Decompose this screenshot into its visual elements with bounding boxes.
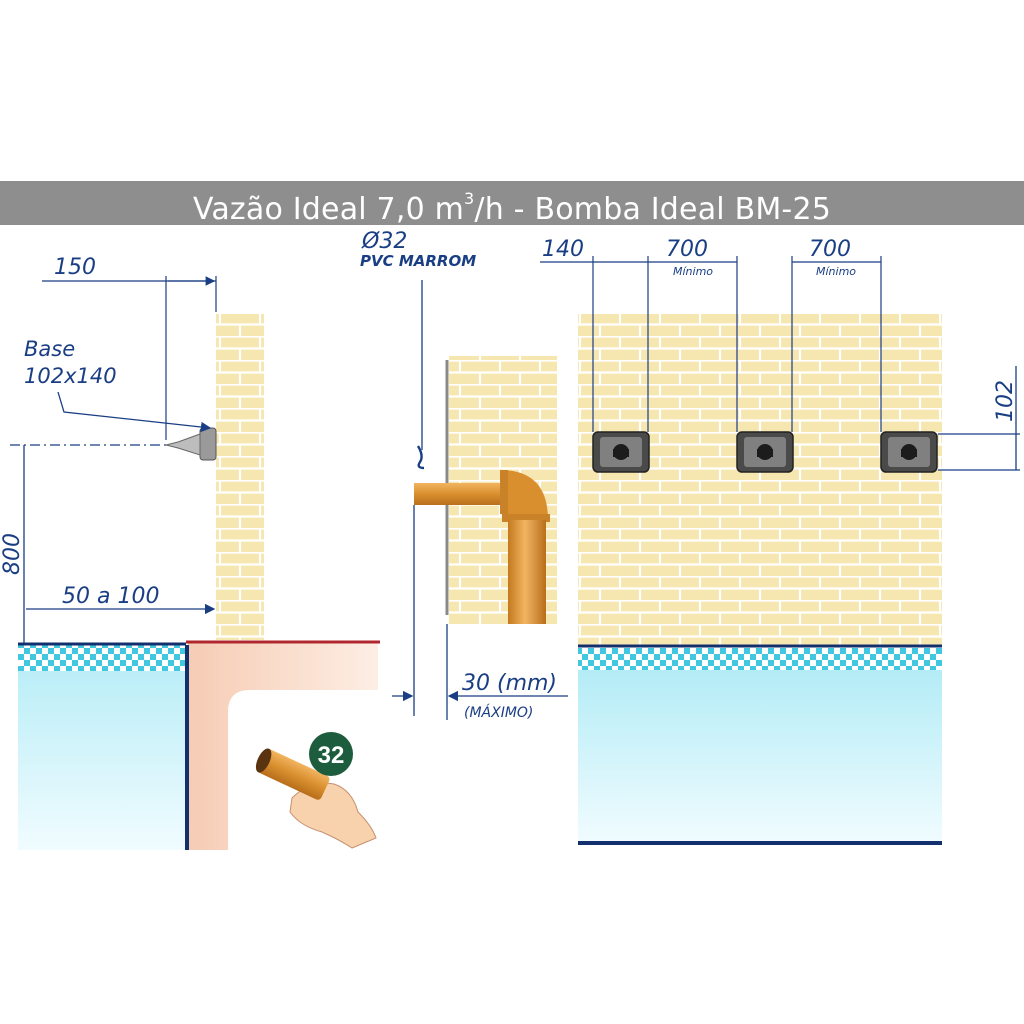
- title-prefix: Vazão Ideal 7,0 m: [192, 192, 465, 227]
- dim-800: 800: [0, 533, 25, 575]
- dim-102: 102: [993, 380, 1018, 422]
- hand-with-pipe: 32: [255, 732, 377, 849]
- pvc-elbow: [500, 470, 548, 520]
- base-label-line2: 102x140: [24, 364, 117, 388]
- side-pool-tiles: [18, 645, 186, 671]
- pipe-diameter: Ø32: [361, 229, 407, 254]
- minimo-b: Mínimo: [816, 265, 856, 278]
- pool-deck: [188, 643, 378, 850]
- dim-700-b: 700: [809, 237, 851, 262]
- gap-dimension: 30 (mm): [462, 671, 557, 696]
- pvc-pipe-horizontal: [414, 483, 506, 505]
- title-suffix: /h - Bomba Ideal BM-25: [474, 192, 832, 227]
- title-banner: Vazão Ideal 7,0 m3/h - Bomba Ideal BM-25: [0, 181, 1024, 227]
- return-fitting-3: [880, 431, 938, 473]
- dim-140: 140: [542, 237, 584, 262]
- side-section: 150 Base 102x140 800 50 a 100 32: [0, 255, 380, 850]
- base-label-line1: Base: [24, 337, 75, 361]
- dim-150: 150: [54, 255, 96, 280]
- front-view: 140 700 Mínimo 700 Mínimo 102: [540, 237, 1020, 845]
- minimo-a: Mínimo: [673, 265, 713, 278]
- side-pool-water: [18, 645, 186, 850]
- front-wall: [578, 314, 942, 646]
- return-fitting-2: [736, 431, 794, 473]
- pipe-material: PVC MARROM: [360, 252, 476, 270]
- return-nozzle: [165, 427, 217, 461]
- gap-note: (MÁXIMO): [464, 704, 533, 721]
- side-wall: [216, 314, 264, 640]
- pvc-pipe-vertical: [508, 520, 546, 624]
- front-pool-water: [578, 670, 942, 842]
- dim-50-100: 50 a 100: [62, 584, 159, 609]
- pipe-size-badge: 32: [318, 742, 345, 769]
- title-superscript: 3: [464, 189, 475, 208]
- pipe-detail: Ø32 PVC MARROM 30 (mm) (MÁXIMO): [360, 229, 568, 721]
- return-fitting-1: [592, 431, 650, 473]
- dim-700-a: 700: [666, 237, 708, 262]
- front-pool-tiles: [578, 648, 942, 670]
